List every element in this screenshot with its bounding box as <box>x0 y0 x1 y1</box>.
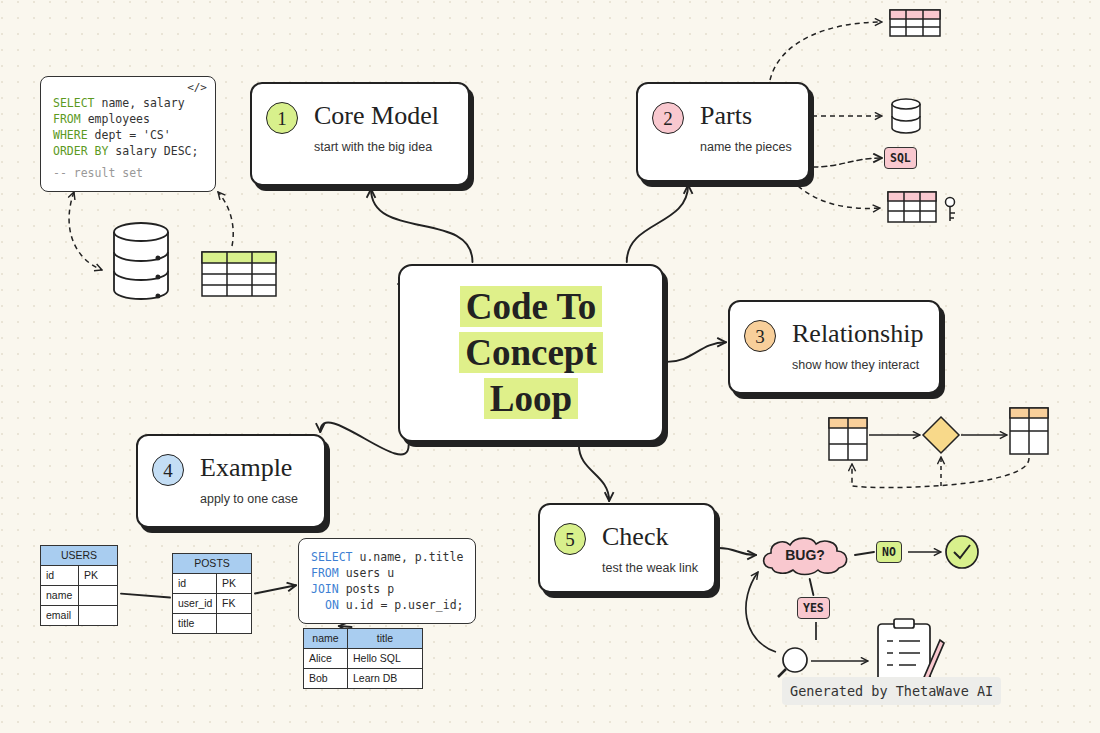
connector <box>719 548 756 555</box>
code-line: WHERE dept = 'CS' <box>53 127 203 143</box>
step-subtitle: name the pieces <box>700 140 792 154</box>
table-cell: Bob <box>304 669 348 688</box>
connector <box>627 185 688 262</box>
dashed-arrow <box>69 192 233 270</box>
table-cell <box>79 606 117 625</box>
sql-keyword: SELECT <box>53 96 95 110</box>
decision-cloud: BUG? <box>758 534 852 576</box>
result-table: nametitleAliceHello SQLBobLearn DB <box>303 628 423 689</box>
tag-text: SQL <box>890 151 911 165</box>
connector <box>813 158 882 167</box>
step-card: Example apply to one case 4 <box>136 434 326 528</box>
sql-keyword: JOIN <box>311 582 339 596</box>
sql-tag: SQL <box>884 147 917 169</box>
code-line: FROM employees <box>53 111 203 127</box>
table-cell: name <box>304 629 348 649</box>
table-cell: name <box>41 586 79 606</box>
central-topic: Code To Concept Loop <box>398 264 664 442</box>
tag-text: YES <box>803 601 824 615</box>
step-title: Check <box>602 521 698 553</box>
code-line: ORDER BY salary DESC; <box>53 143 203 159</box>
code-box: </>SELECT name, salaryFROM employeesWHER… <box>40 76 216 192</box>
step-number-text: 5 <box>555 524 585 556</box>
table-cell: Learn DB <box>348 669 422 688</box>
central-title: Code To Concept Loop <box>459 286 603 419</box>
code-comment: -- result set <box>53 165 203 181</box>
connector <box>855 552 874 555</box>
sql-keyword: ORDER BY <box>53 144 108 158</box>
code-box: SELECT u.name, p.titleFROM users uJOIN p… <box>298 538 476 624</box>
table-header: POSTS <box>173 554 251 574</box>
step-number: 2 <box>652 102 684 134</box>
code-icon: </> <box>187 81 207 94</box>
posts-table: POSTSidPKuser_idFKtitle <box>172 553 252 634</box>
connector <box>579 445 609 501</box>
step-number-text: 3 <box>745 321 775 353</box>
connector <box>371 189 472 262</box>
table-cell: Alice <box>304 649 348 669</box>
step-subtitle: start with the big idea <box>314 140 452 154</box>
relationship-figure <box>829 408 1048 488</box>
step-number: 4 <box>152 454 184 486</box>
step-number-text: 4 <box>153 455 183 487</box>
table-cell: id <box>41 566 79 586</box>
table-cell: email <box>41 606 79 625</box>
step-card: Check test the weak link 5 <box>538 503 716 593</box>
step-title: Relationship <box>792 318 923 350</box>
step-title: Example <box>200 452 308 484</box>
title-wrap: Code To Concept Loop <box>414 284 648 422</box>
table-cell: PK <box>79 566 117 586</box>
table-cell: id <box>173 574 217 594</box>
table-cell: PK <box>217 574 251 594</box>
table-cell <box>217 614 251 633</box>
connector <box>320 422 408 454</box>
connector <box>339 626 352 627</box>
connector <box>810 579 814 595</box>
sql-keyword: ON <box>325 598 339 612</box>
step-subtitle: apply to one case <box>200 492 308 506</box>
table-cell: title <box>173 614 217 633</box>
table-cell <box>79 586 117 606</box>
step-card: Core Model start with the big idea 1 <box>250 82 470 186</box>
decision-text: BUG? <box>758 534 852 576</box>
step-subtitle: test the weak link <box>602 561 698 575</box>
table-icon <box>202 252 276 296</box>
code-line: SELECT u.name, p.title <box>311 549 463 565</box>
table-cell: title <box>348 629 422 649</box>
answer-tag: YES <box>797 597 830 619</box>
step-title: Parts <box>700 100 792 132</box>
step-card: Relationship show how they interact 3 <box>728 300 941 394</box>
answer-tag: NO <box>876 541 902 563</box>
code-line: ON u.id = p.user_id; <box>311 597 463 613</box>
table-cell: FK <box>217 594 251 614</box>
table-cell: Hello SQL <box>348 649 422 669</box>
connector <box>255 585 296 593</box>
step-number-text: 2 <box>653 103 683 135</box>
step-subtitle: show how they interact <box>792 358 923 372</box>
step-card: Parts name the pieces 2 <box>636 82 810 182</box>
sql-keyword: SELECT <box>311 550 353 564</box>
step-number-text: 1 <box>267 103 297 135</box>
connector <box>667 342 726 362</box>
code-line: JOIN posts p <box>311 581 463 597</box>
connector <box>121 594 170 598</box>
parts-icons <box>888 10 955 222</box>
table-cell: user_id <box>173 594 217 614</box>
step-number: 5 <box>554 523 586 555</box>
sql-keyword: WHERE <box>53 128 88 142</box>
table-header: USERS <box>41 546 117 566</box>
step-title: Core Model <box>314 100 452 132</box>
database-icon <box>114 223 168 299</box>
tag-text: NO <box>882 545 896 559</box>
watermark: Generated by ThetaWave AI <box>782 677 1001 705</box>
sql-keyword: FROM <box>53 112 81 126</box>
check-loop <box>746 536 978 690</box>
code-line: FROM users u <box>311 565 463 581</box>
step-number: 3 <box>744 320 776 352</box>
code-line: SELECT name, salary <box>53 95 203 111</box>
users-table: USERSidPKnameemail <box>40 545 118 626</box>
step-number: 1 <box>266 102 298 134</box>
sql-keyword: FROM <box>311 566 339 580</box>
